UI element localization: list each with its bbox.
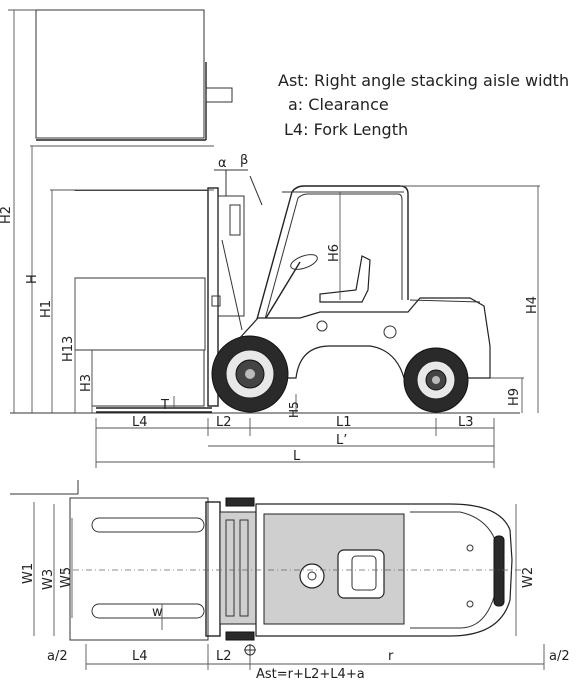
label-a-half-left: a/2: [47, 649, 68, 664]
label-h4: H4: [525, 296, 540, 314]
label-l3: L3: [458, 415, 474, 430]
label-t: T: [160, 398, 169, 413]
overhead-guard: [253, 185, 409, 331]
label-w3: W3: [41, 569, 56, 590]
wheel-top-front-left: [225, 497, 255, 507]
legend-ast: Ast: Right angle stacking aisle width: [278, 71, 569, 90]
label-w2: W2: [521, 567, 536, 588]
legend: Ast: Right angle stacking aisle width a:…: [278, 71, 569, 139]
forklift-side-view: H2 H H1 H13 H3 T α β H6 H4 H5 H9: [0, 9, 540, 468]
label-l2-top: L2: [216, 649, 232, 664]
carriage-top: [219, 511, 257, 625]
legend-fork-length: L4: Fork Length: [284, 120, 408, 139]
mid-load: [74, 277, 206, 351]
label-h5: H5: [287, 401, 301, 418]
label-l: L: [293, 449, 301, 464]
top-load: [69, 497, 209, 641]
label-h6: H6: [327, 244, 342, 262]
wheel-top-front-right: [225, 631, 255, 641]
label-h13: H13: [61, 336, 76, 362]
label-alpha: α: [218, 156, 227, 171]
label-a-half-right: a/2: [549, 649, 570, 664]
steering-wheel-icon: [290, 254, 318, 270]
label-h2: H2: [0, 206, 14, 224]
label-h1: H1: [39, 300, 54, 318]
label-h: H: [25, 274, 40, 284]
label-h9: H9: [507, 388, 522, 406]
label-w: w: [152, 605, 163, 620]
label-l-prime: L’: [336, 433, 347, 448]
seat-top: [337, 549, 385, 599]
lower-load: [91, 349, 205, 407]
label-r: r: [388, 649, 394, 664]
label-ast-formula: Ast=r+L2+L4+a: [256, 667, 365, 682]
label-w1: W1: [21, 563, 36, 584]
label-l1: L1: [336, 415, 352, 430]
label-h3: H3: [79, 374, 94, 392]
label-l4-side: L4: [132, 415, 148, 430]
steering-wheel-top: [299, 563, 325, 589]
legend-clearance: a: Clearance: [288, 95, 389, 114]
raised-load: [35, 9, 205, 139]
forklift-top-view: W1 W3 W5 w W2 a/2 L4 L2 r a/2 Ast=r+L2+L…: [10, 480, 570, 682]
label-l2-side: L2: [216, 415, 232, 430]
label-l4-top: L4: [132, 649, 148, 664]
label-beta: β: [240, 153, 248, 168]
seat-icon: [319, 255, 371, 303]
label-w5: W5: [59, 567, 74, 588]
